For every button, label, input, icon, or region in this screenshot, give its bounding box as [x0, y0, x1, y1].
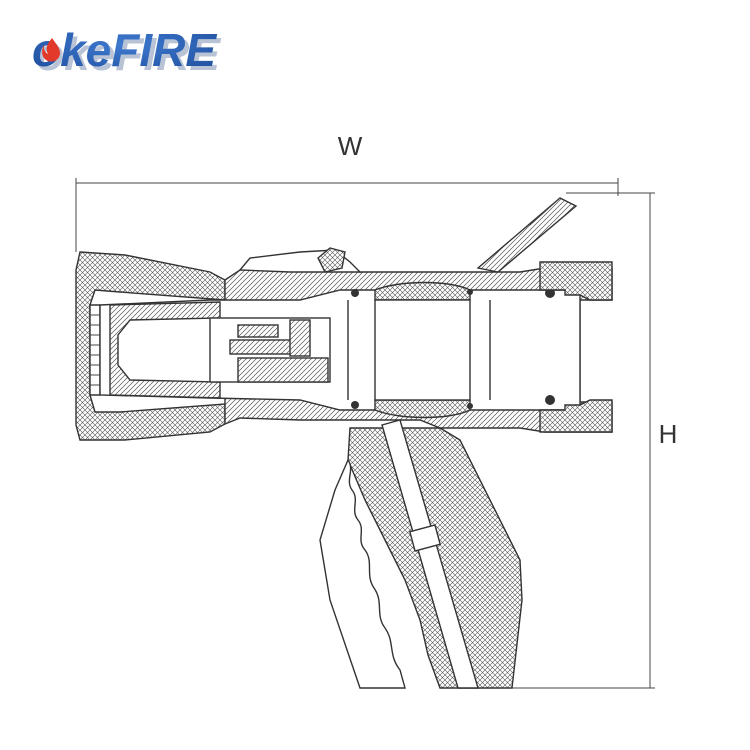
inlet-coupling-lower [539, 399, 613, 433]
brand-logo: okeFIRE okeFIRE [32, 24, 221, 80]
flame-icon [42, 38, 60, 62]
ball-valve [347, 281, 491, 419]
inlet-coupling [539, 261, 613, 301]
bail-handle-grip [529, 197, 561, 226]
width-dimension: W [75, 131, 619, 252]
detent-block [317, 247, 346, 273]
baffle-stem [209, 317, 331, 383]
trigger-rod [381, 419, 479, 689]
brand-logo-text: okeFIRE [32, 24, 217, 76]
grip-finger-notches [319, 458, 406, 689]
brand-logo-shadow: okeFIRE [36, 28, 221, 80]
tip-teeth [89, 304, 101, 396]
width-label: W [338, 131, 363, 161]
nozzle-cross-section [75, 197, 613, 689]
bail-handle [476, 197, 578, 273]
height-label: H [659, 419, 678, 449]
internal-sleeve [109, 301, 221, 399]
trigger-rod-collar [408, 524, 442, 552]
